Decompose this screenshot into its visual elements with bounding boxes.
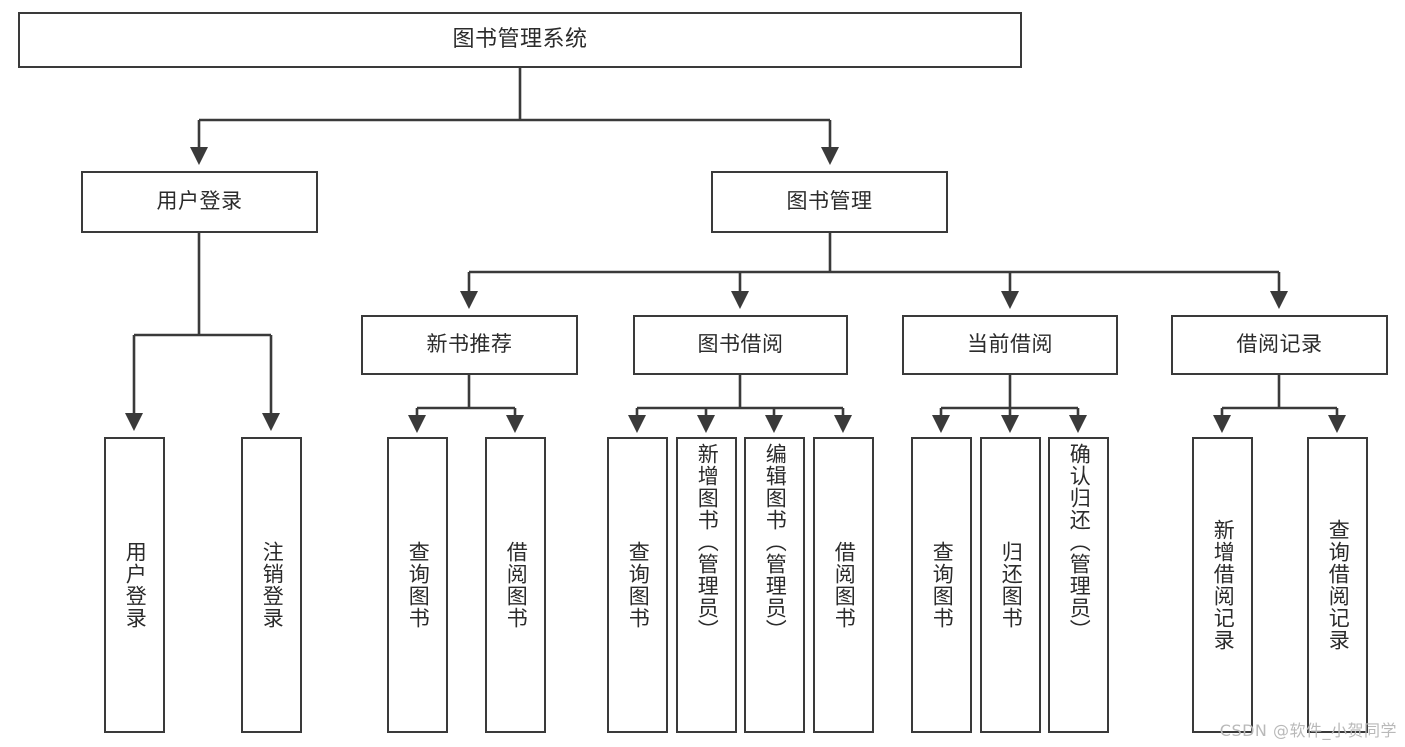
node-book-borrow[interactable]: 图书借阅: [633, 315, 848, 375]
node-leaf-edit-book[interactable]: 编辑图书（管理员）: [744, 437, 805, 733]
node-current-borrow[interactable]: 当前借阅: [902, 315, 1118, 375]
node-leaf-query-book-2[interactable]: 查询图书: [607, 437, 668, 733]
node-leaf-add-book-label: 新增图书（管理员）: [695, 443, 720, 641]
node-leaf-confirm-return[interactable]: 确认归还（管理员）: [1048, 437, 1109, 733]
node-book-manage-label: 图书管理: [786, 189, 873, 214]
node-user-login[interactable]: 用户登录: [81, 171, 318, 233]
node-leaf-query-book-3-label: 查询图书: [930, 541, 955, 629]
node-book-borrow-label: 图书借阅: [697, 332, 784, 357]
node-leaf-add-record[interactable]: 新增借阅记录: [1192, 437, 1253, 733]
node-leaf-return-book-label: 归还图书: [999, 541, 1024, 629]
node-leaf-query-book-1[interactable]: 查询图书: [387, 437, 448, 733]
node-user-login-label: 用户登录: [156, 189, 243, 214]
node-leaf-add-book[interactable]: 新增图书（管理员）: [676, 437, 737, 733]
node-leaf-logout[interactable]: 注销登录: [241, 437, 302, 733]
node-borrow-record-label: 借阅记录: [1236, 332, 1323, 357]
node-leaf-user-login-label: 用户登录: [123, 541, 148, 629]
node-leaf-return-book[interactable]: 归还图书: [980, 437, 1041, 733]
node-leaf-borrow-book-1-label: 借阅图书: [504, 541, 529, 629]
node-new-book-recommend-label: 新书推荐: [426, 332, 513, 357]
node-leaf-edit-book-label: 编辑图书（管理员）: [763, 443, 788, 641]
node-book-manage[interactable]: 图书管理: [711, 171, 948, 233]
node-leaf-query-record[interactable]: 查询借阅记录: [1307, 437, 1368, 733]
node-borrow-record[interactable]: 借阅记录: [1171, 315, 1388, 375]
watermark: CSDN @软件_小贺同学: [1219, 721, 1397, 740]
node-leaf-add-record-label: 新增借阅记录: [1211, 519, 1236, 651]
node-leaf-query-record-label: 查询借阅记录: [1326, 519, 1351, 651]
node-leaf-user-login[interactable]: 用户登录: [104, 437, 165, 733]
node-leaf-borrow-book-2[interactable]: 借阅图书: [813, 437, 874, 733]
node-root[interactable]: 图书管理系统: [18, 12, 1022, 68]
node-leaf-query-book-1-label: 查询图书: [406, 541, 431, 629]
node-leaf-logout-label: 注销登录: [260, 541, 285, 629]
node-root-label: 图书管理系统: [452, 26, 588, 52]
node-leaf-query-book-3[interactable]: 查询图书: [911, 437, 972, 733]
node-current-borrow-label: 当前借阅: [967, 332, 1053, 357]
node-leaf-borrow-book-2-label: 借阅图书: [832, 541, 857, 629]
node-leaf-query-book-2-label: 查询图书: [626, 541, 651, 629]
node-leaf-confirm-return-label: 确认归还（管理员）: [1067, 443, 1092, 641]
node-new-book-recommend[interactable]: 新书推荐: [361, 315, 578, 375]
node-leaf-borrow-book-1[interactable]: 借阅图书: [485, 437, 546, 733]
